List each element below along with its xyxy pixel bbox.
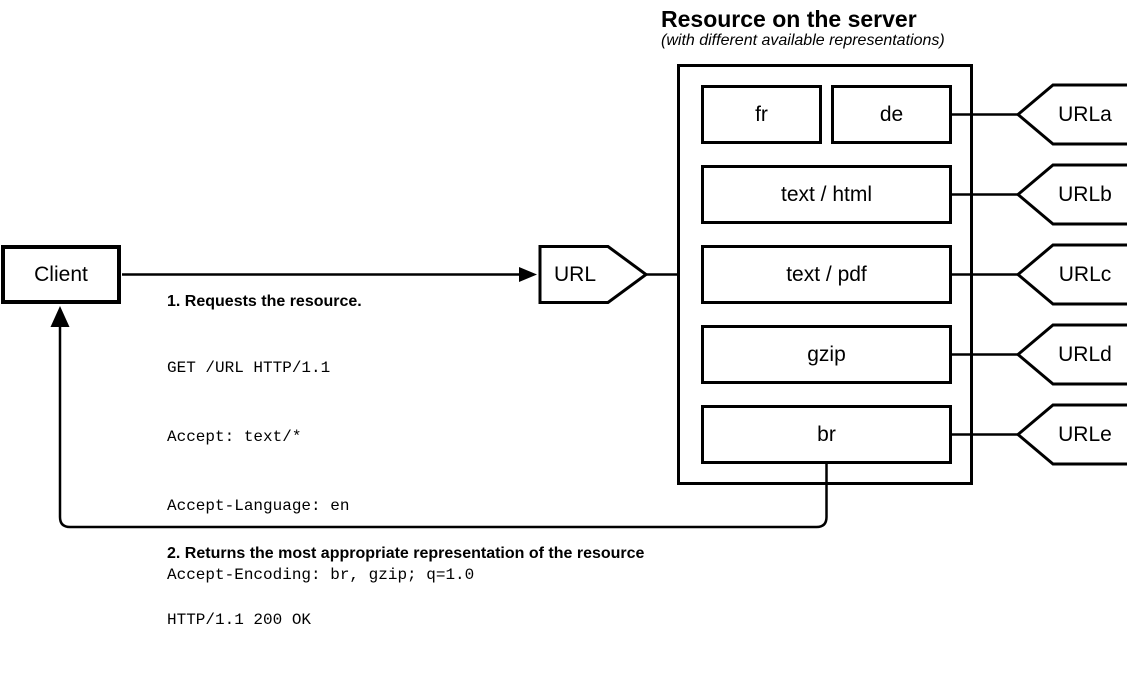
- representation-box-gzip: gzip: [701, 325, 952, 384]
- url-tag-label-urla: URLa: [1058, 102, 1112, 126]
- request-headers: GET /URL HTTP/1.1 Accept: text/* Accept-…: [167, 311, 474, 633]
- representation-box-br: br: [701, 405, 952, 464]
- representation-label: de: [879, 103, 904, 126]
- request-line: GET /URL HTTP/1.1: [167, 359, 331, 377]
- return-arrow-line: [58, 326, 828, 529]
- url-tag-shape-urle: [1015, 403, 1127, 466]
- representation-box-fr: fr: [701, 85, 822, 144]
- response-headers: HTTP/1.1 200 OK Content-Location: /URLe …: [167, 563, 388, 679]
- request-line: Accept: text/*: [167, 428, 302, 446]
- url-tag-label-urld: URLd: [1058, 342, 1112, 366]
- representation-box-text-pdf: text / pdf: [701, 245, 952, 304]
- request-arrowhead-icon: [519, 267, 537, 282]
- response-line: HTTP/1.1 200 OK: [167, 611, 312, 629]
- representation-label: fr: [755, 103, 768, 126]
- url-node-label: URL: [553, 262, 596, 286]
- request-line: Accept-Language: en: [167, 497, 350, 515]
- url-tag-shape-urla: [1015, 83, 1127, 146]
- url-tag-shape-urlb: [1015, 163, 1127, 226]
- url-tag-shape-urlc: [1015, 243, 1127, 306]
- request-heading: 1. Requests the resource.: [167, 293, 362, 310]
- request-line: Accept-Encoding: br, gzip; q=1.0: [167, 566, 475, 584]
- representation-label: text / html: [780, 183, 873, 206]
- representation-label: text / pdf: [786, 263, 867, 286]
- representation-label: gzip: [807, 343, 846, 366]
- diagram-title: Resource on the server: [661, 6, 917, 32]
- representation-label: br: [817, 423, 836, 446]
- url-pentagon-shape: [538, 245, 649, 304]
- representation-box-de: de: [831, 85, 952, 144]
- url-tag-label-urlc: URLc: [1058, 262, 1112, 286]
- representation-box-text-html: text / html: [701, 165, 952, 224]
- url-tag-label-urlb: URLb: [1058, 182, 1112, 206]
- return-arrowhead-icon: [50, 306, 70, 327]
- client-label: Client: [34, 263, 88, 286]
- diagram-subtitle: (with different available representation…: [661, 32, 945, 49]
- url-tag-label-urle: URLe: [1058, 422, 1112, 446]
- response-heading: 2. Returns the most appropriate represen…: [167, 545, 645, 562]
- client-box: Client: [1, 245, 121, 304]
- server-box: [677, 64, 973, 485]
- url-tag-shape-urld: [1015, 323, 1127, 386]
